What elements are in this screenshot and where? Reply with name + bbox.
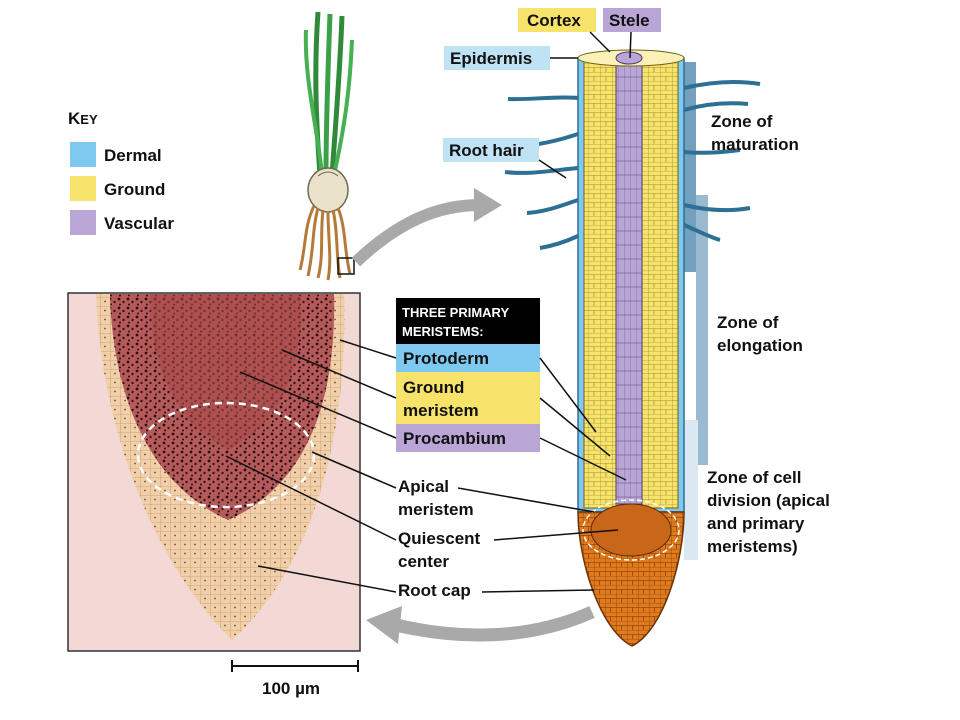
zone-bar-cell-division (684, 420, 698, 560)
zone-bar-maturation (684, 62, 696, 272)
onion-plant-illustration (298, 11, 355, 281)
procambium-label: Procambium (403, 429, 506, 448)
key-title: KEY (68, 109, 98, 128)
root-hair-label: Root hair (449, 141, 524, 160)
scale-bar-label: 100 µm (262, 679, 320, 698)
zone-cell-division-line4: meristems) (707, 537, 798, 556)
top-labels: Cortex Stele Epidermis Root hair (443, 8, 661, 179)
zoom-arrow-top (351, 199, 481, 267)
key-swatch-ground (70, 176, 96, 201)
cortex-label-box (518, 8, 596, 32)
zone-bar-elongation (696, 195, 708, 465)
micro-leader-lines (225, 451, 619, 593)
ground-meristem-box (396, 372, 540, 424)
stele-label-box (603, 8, 661, 32)
stele-label: Stele (609, 11, 650, 30)
root-longitudinal-section (504, 49, 761, 647)
apical-meristem-line1: Apical (398, 477, 449, 496)
zone-elongation-line1: Zone of (717, 313, 779, 332)
primary-meristems-box: Three primary meristems: Protoderm Groun… (396, 298, 540, 452)
meristems-header-line1: Three primary (402, 305, 509, 320)
root-hairs (504, 79, 761, 250)
apical-meristem-line2: meristem (398, 500, 474, 519)
meristems-header-box (396, 298, 540, 344)
micrograph-labels: Apical meristem Quiescent center Root ca… (398, 477, 481, 600)
zone-cell-division-line2: division (apical (707, 491, 830, 510)
epidermis-label-box (444, 46, 550, 70)
zoom-arrow-top-head (474, 188, 502, 222)
cortex-label: Cortex (527, 11, 581, 30)
zone-maturation-line2: maturation (711, 135, 799, 154)
protoderm-box (396, 344, 540, 372)
magnify-box (337, 257, 355, 275)
quiescent-center-line1: Quiescent (398, 529, 481, 548)
zone-cell-division-line1: Zone of cell (707, 468, 801, 487)
key-swatch-dermal (70, 142, 96, 167)
root-tip-micrograph: 100 µm (67, 292, 361, 698)
root-cap-label: Root cap (398, 581, 471, 600)
quiescent-center-line2: center (398, 552, 449, 571)
key-label-ground: Ground (104, 180, 165, 199)
scale-bar (231, 660, 359, 672)
zone-elongation-line2: elongation (717, 336, 803, 355)
epidermis-label: Epidermis (450, 49, 532, 68)
zone-maturation-line1: Zone of (711, 112, 773, 131)
protoderm-label: Protoderm (403, 349, 489, 368)
meristems-header-line2: meristems: (402, 324, 484, 339)
onion-roots (298, 205, 352, 281)
zoom-arrow-bottom (394, 606, 595, 642)
zone-labels: Zone of maturation Zone of elongation Zo… (707, 112, 830, 556)
key-label-dermal: Dermal (104, 146, 162, 165)
quiescent-center-outline (136, 401, 316, 509)
ground-meristem-line1: Ground (403, 378, 464, 397)
meristem-leader-lines (239, 339, 627, 481)
key-swatch-vascular (70, 210, 96, 235)
key-label-vascular: Vascular (104, 214, 174, 233)
apical-meristem-region (590, 503, 672, 557)
stele-layer (615, 57, 643, 505)
ground-meristem-line2: meristem (403, 401, 479, 420)
zone-cell-division-line3: and primary (707, 514, 805, 533)
procambium-box (396, 424, 540, 452)
zoom-arrow-bottom-head (366, 606, 402, 644)
root-hair-label-box (443, 138, 539, 162)
key-legend: KEY Dermal Ground Vascular (68, 109, 174, 235)
